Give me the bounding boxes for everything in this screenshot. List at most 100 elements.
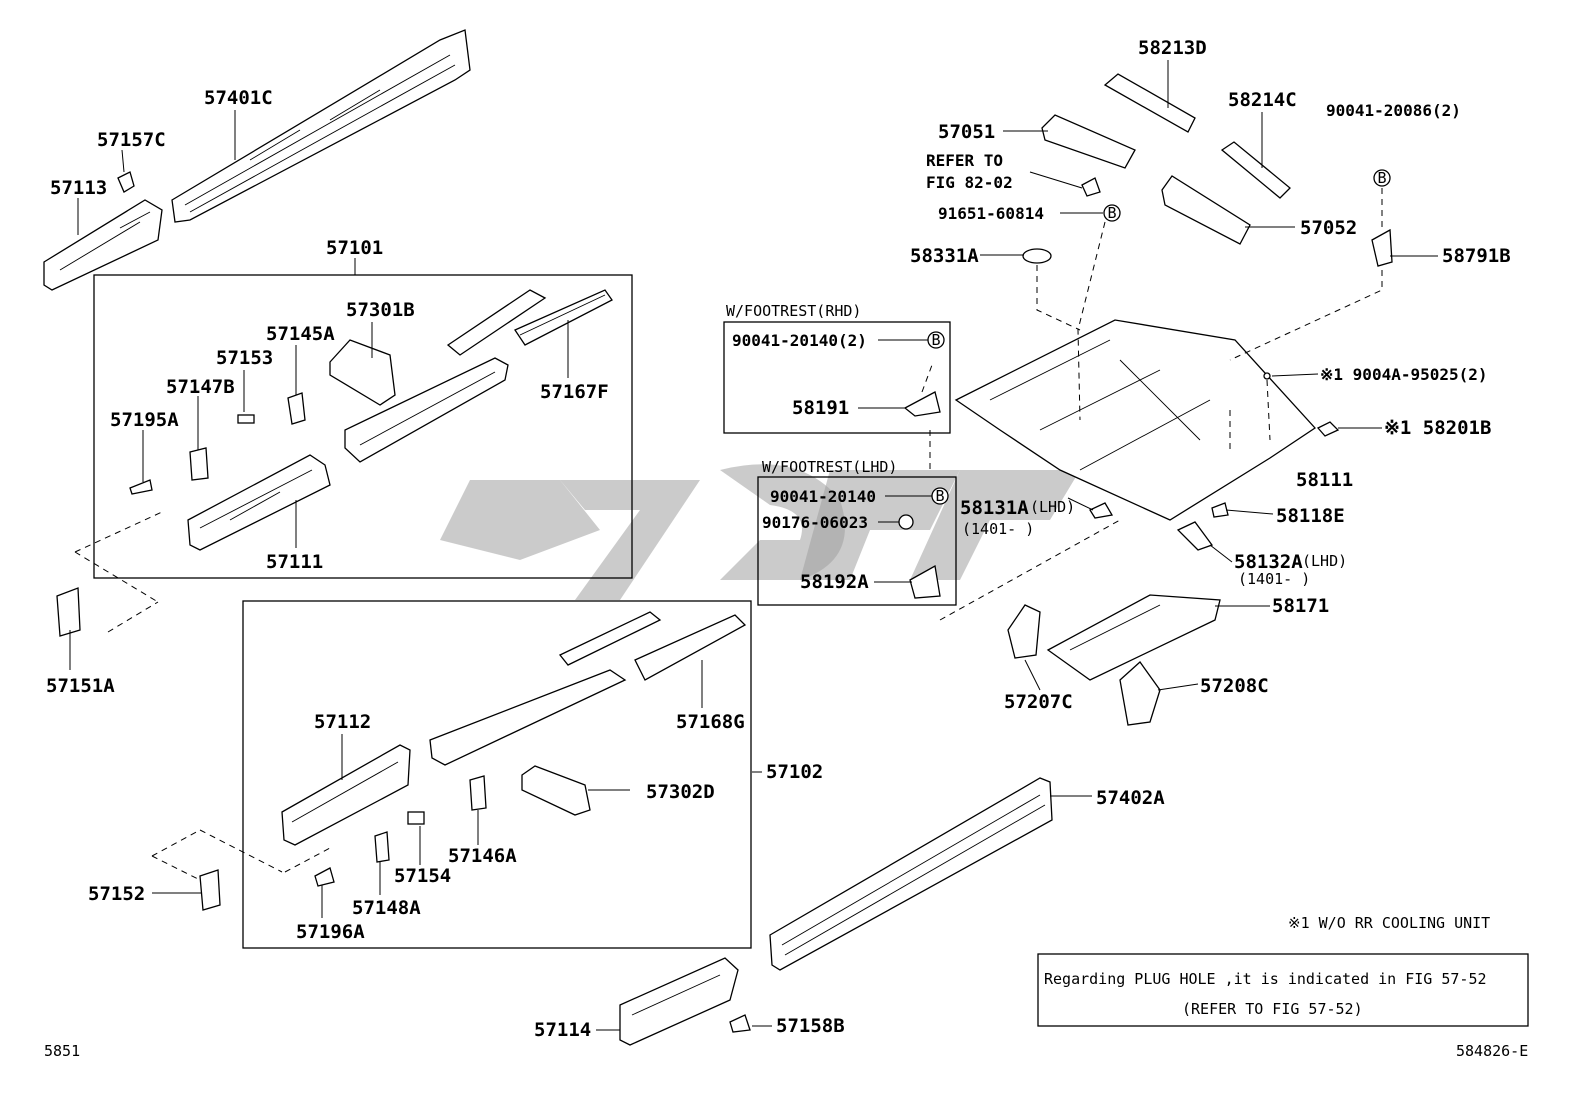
part-57051 [1041,114,1136,169]
label-90041-20140-2: 90041-20140(2) [732,331,867,350]
plug-hole-notice-box [1037,953,1529,1027]
label-57153: 57153 [216,347,273,369]
label-57051: 57051 [938,121,995,143]
watermark-logo [440,464,1080,600]
label-58111: 58111 [1296,469,1353,491]
part-57195A [129,479,153,495]
part-57113 [43,199,163,291]
label-57147B: 57147B [166,376,235,398]
label-9004A-95025: ※1 9004A-95025(2) [1320,365,1488,384]
notice-plug-hole: Regarding PLUG HOLE ,it is indicated in … [1044,970,1487,988]
label-57052: 57052 [1300,217,1357,239]
callout-b-2: B [1107,204,1116,222]
footrest-rhd-box [723,321,951,434]
part-57401C [171,29,471,223]
part-57402A [769,777,1053,971]
label-57157C: 57157C [97,129,166,151]
label-57145A: 57145A [266,323,335,345]
part-58132A [1176,521,1214,551]
label-58132A-range: (1401- ) [1238,570,1310,588]
label-58118E: 58118E [1276,505,1345,527]
label-57112: 57112 [314,711,371,733]
label-57207C: 57207C [1004,691,1073,713]
label-57114: 57114 [534,1019,591,1041]
part-57302D [521,765,591,816]
label-57148A: 57148A [352,897,421,919]
callout-b-3: B [931,331,940,349]
group-box-57101 [93,274,633,579]
callout-b-markers: B B B B [927,169,1391,505]
part-57147B [189,447,209,481]
part-57167F [446,289,613,356]
part-58131A [1089,502,1114,519]
label-footrest-lhd: W/FOOTREST(LHD) [762,458,897,476]
group-box-57102 [242,600,752,949]
part-57145A [287,392,306,425]
part-57148A [374,831,390,863]
part-90176-06023 [898,514,914,530]
part-57157C [117,171,135,193]
part-57207C [1007,604,1041,659]
part-57146A [469,775,487,811]
part-58191 [903,391,941,417]
part-58192A [909,564,941,599]
label-refer-to: REFER TO [926,151,1003,170]
label-90041-20086: 90041-20086(2) [1326,101,1461,120]
label-57152: 57152 [88,883,145,905]
label-57146A: 57146A [448,845,517,867]
label-58214C: 58214C [1228,89,1297,111]
part-57301B [329,339,396,406]
part-58111 [954,319,1316,521]
label-90041-20140: 90041-20140 [770,487,876,506]
part-57102-rail [429,611,662,766]
corner-code-left: 5851 [44,1042,80,1060]
part-58213D [1103,73,1196,133]
part-58214C [1220,141,1291,199]
callout-b-1: B [1377,169,1386,187]
part-57153 [237,414,255,424]
label-footrest-rhd: W/FOOTREST(RHD) [726,302,861,320]
label-57101: 57101 [326,237,383,259]
label-57402A: 57402A [1096,787,1165,809]
part-57151A [56,587,81,637]
part-57101-rail [344,357,509,463]
part-57208C [1119,661,1161,726]
part-57052 [1161,175,1251,245]
label-58791B: 58791B [1442,245,1511,267]
part-57114 [619,957,739,1046]
part-labels: 57401C 57157C 57113 57101 57301B 57145A … [46,37,1511,1041]
part-57168G [634,614,747,681]
label-57301B: 57301B [346,299,415,321]
footnote-rr-cooling: ※1 W/O RR COOLING UNIT [1288,914,1490,932]
part-57112 [281,744,411,846]
part-57196A [314,867,335,887]
label-57102: 57102 [766,761,823,783]
part-bracket-82-02 [1081,177,1101,197]
label-57196A: 57196A [296,921,365,943]
callout-b-4: B [935,487,944,505]
label-91651-60814: 91651-60814 [938,204,1044,223]
label-58191: 58191 [792,397,849,419]
label-57111: 57111 [266,551,323,573]
figure-number: 584826-E [1456,1042,1528,1060]
label-58192A: 58192A [800,571,869,593]
label-58132A-lhd: (LHD) [1302,552,1347,570]
label-58131A: 58131A [960,497,1029,519]
label-58132A: 58132A [1234,551,1303,573]
part-57111 [187,454,331,551]
part-58118E [1211,502,1229,518]
label-57151A: 57151A [46,675,115,697]
part-58791B [1371,228,1393,267]
label-57401C: 57401C [204,87,273,109]
label-57158B: 57158B [776,1015,845,1037]
footrest-lhd-box [757,476,957,606]
label-57154: 57154 [394,865,451,887]
label-58131A-lhd: (LHD) [1030,498,1075,516]
label-57302D: 57302D [646,781,715,803]
part-58201B [1316,421,1340,437]
notice-refer: (REFER TO FIG 57-52) [1182,1000,1363,1018]
label-58331A: 58331A [910,245,979,267]
label-57195A: 57195A [110,409,179,431]
leader-lines [69,60,1438,1031]
